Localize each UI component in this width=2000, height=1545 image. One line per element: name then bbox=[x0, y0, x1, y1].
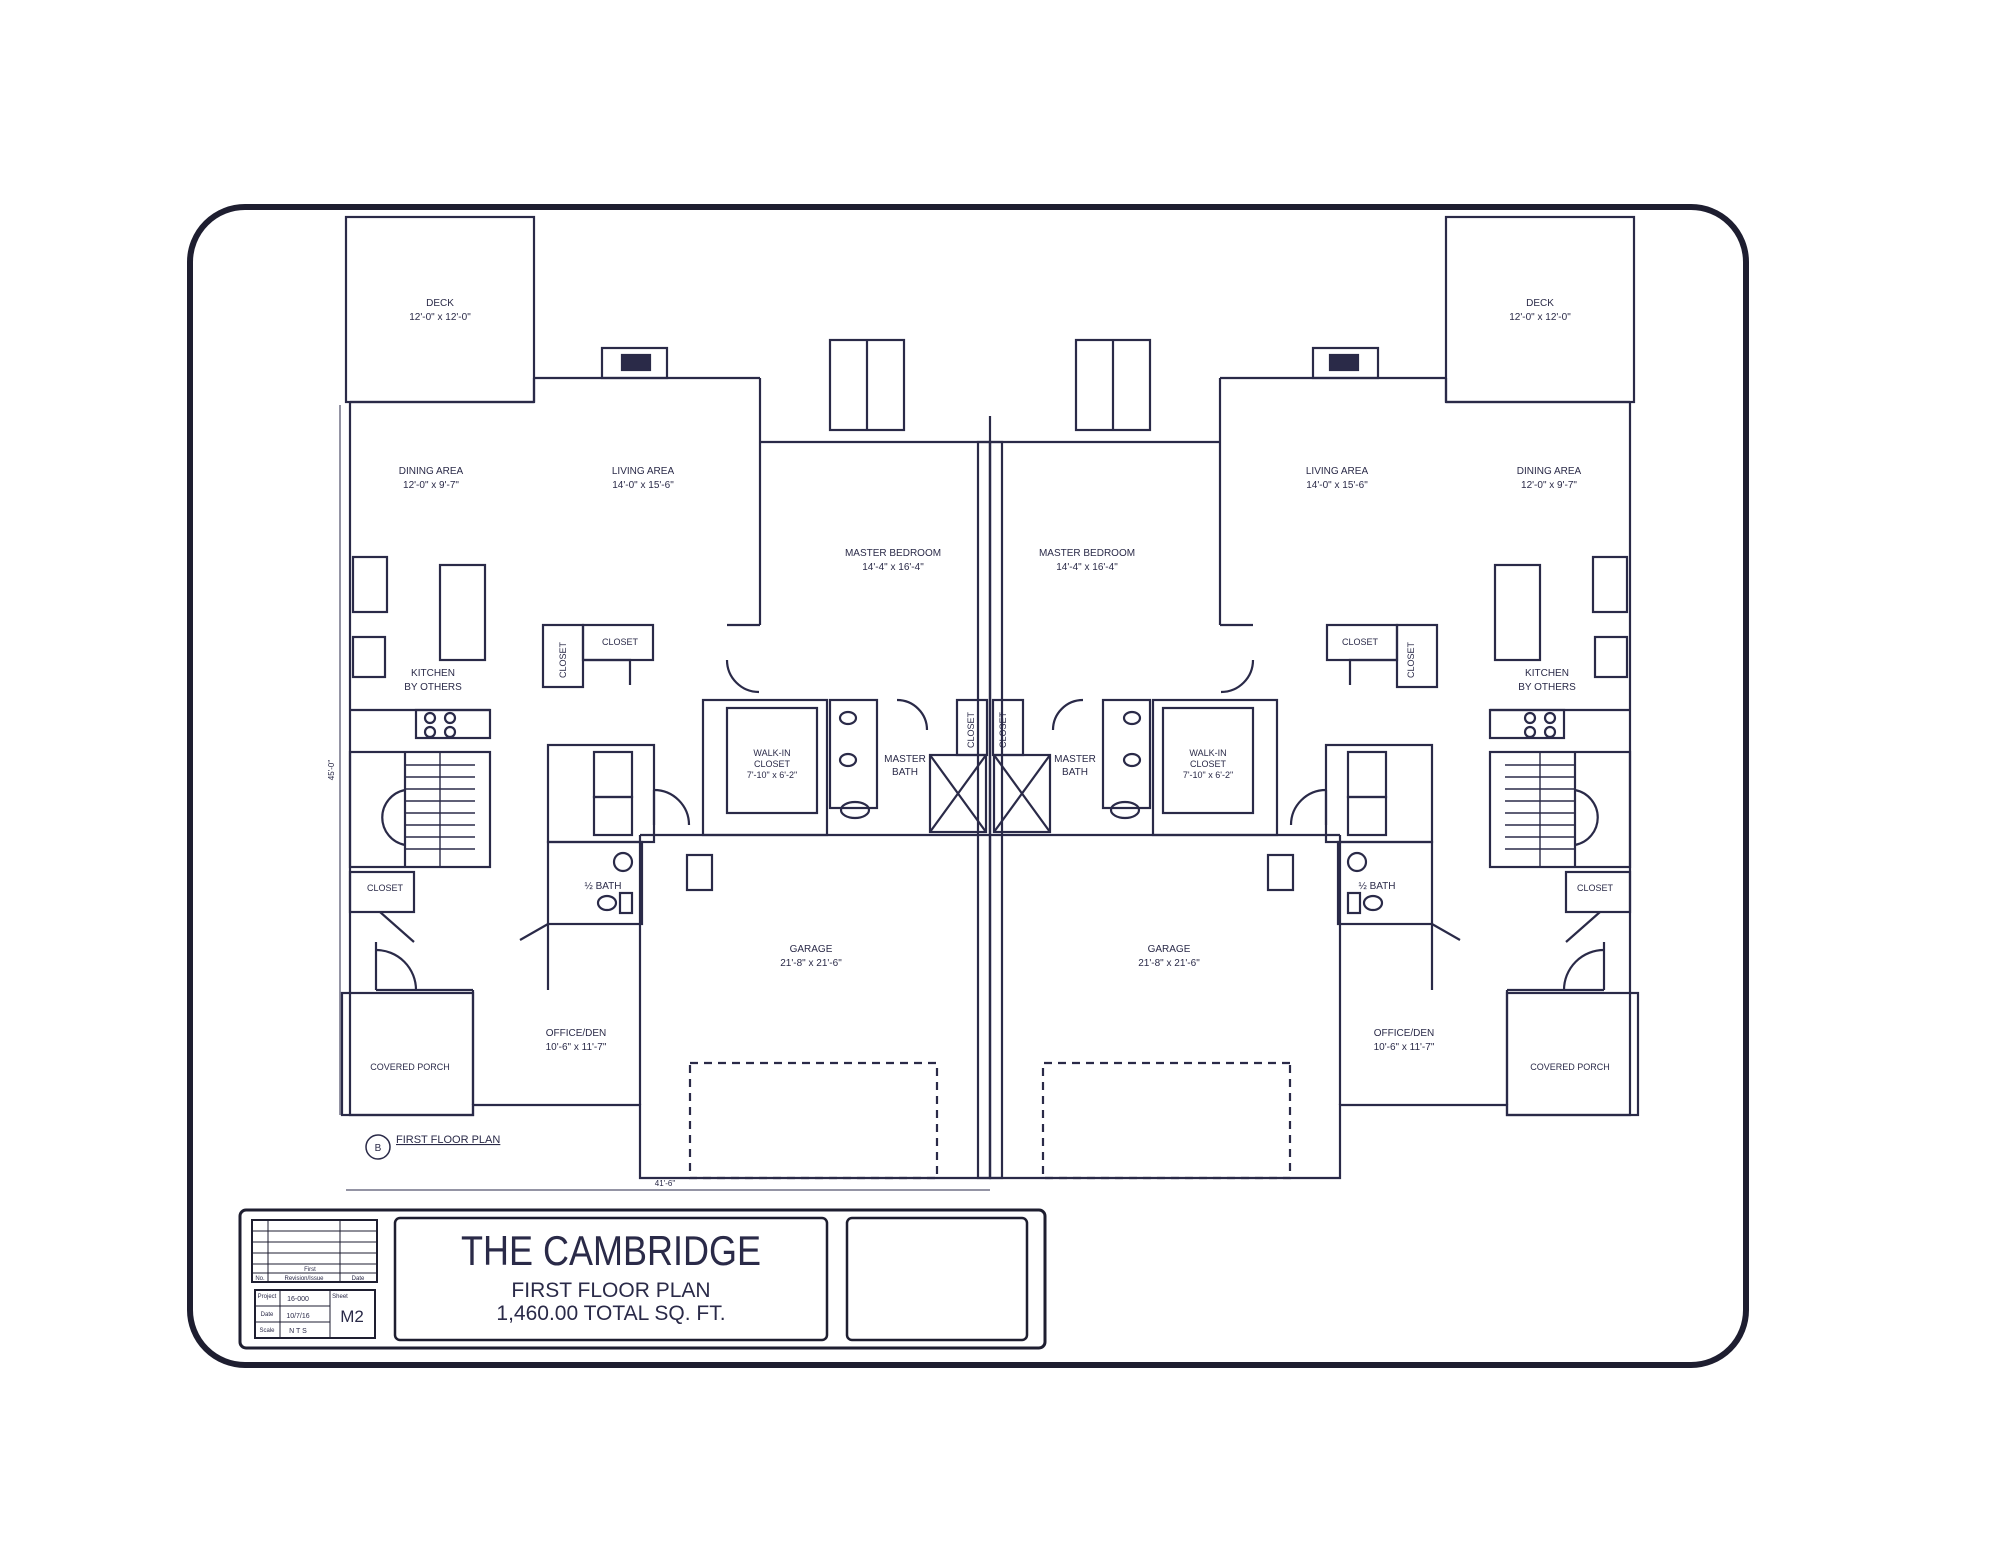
title-box bbox=[393, 1216, 829, 1342]
closet-label: CLOSET bbox=[1406, 641, 1416, 678]
drawing-subtitle: FIRST FLOOR PLAN bbox=[511, 1279, 710, 1302]
kitchen-note: BY OTHERS bbox=[1518, 682, 1576, 693]
left-unit-walls bbox=[339, 215, 992, 1191]
garage-door-left bbox=[688, 1061, 939, 1180]
plan-tag: B FIRST FLOOR PLAN bbox=[365, 1134, 500, 1160]
left-unit-labels: DECK 12'-0" x 12'-0" DINING AREA 12'-0" … bbox=[367, 298, 976, 1072]
revision-date-header: Date bbox=[352, 1276, 365, 1282]
walkin-closet-label: CLOSET bbox=[1190, 759, 1227, 769]
deck-left bbox=[344, 215, 536, 404]
revision-table bbox=[251, 1219, 378, 1283]
dimensions: 45'-0" 41'-6" bbox=[327, 760, 675, 1188]
overall-width-dimension: 41'-6" bbox=[655, 1179, 676, 1188]
master-bedroom-label: MASTER BEDROOM bbox=[1039, 548, 1135, 559]
project-title: THE CAMBRIDGE bbox=[461, 1227, 761, 1274]
master-bath-label: MASTER bbox=[884, 754, 926, 765]
garage-size: 21'-8" x 21'-6" bbox=[780, 958, 842, 969]
walkin-closet-label: CLOSET bbox=[754, 759, 791, 769]
closet-label: CLOSET bbox=[558, 641, 568, 678]
kitchen-label: KITCHEN bbox=[411, 668, 455, 679]
garage-label: GARAGE bbox=[1148, 944, 1191, 955]
deck-size: 12'-0" x 12'-0" bbox=[409, 312, 471, 323]
date-label: Date bbox=[261, 1312, 274, 1318]
revision-no-header: No. bbox=[255, 1276, 265, 1282]
closet-label: CLOSET bbox=[1342, 637, 1379, 647]
date-value: 10/7/16 bbox=[286, 1313, 309, 1320]
floor-plan-drawing bbox=[339, 215, 1640, 1191]
master-bath-label: BATH bbox=[892, 767, 918, 778]
office-label: OFFICE/DEN bbox=[1374, 1028, 1435, 1039]
half-bath-label: ½ BATH bbox=[1358, 881, 1395, 892]
project-value: 16-000 bbox=[287, 1296, 309, 1303]
project-label: Project bbox=[258, 1294, 277, 1300]
title-block: First No. Revision/Issue Date Project 16… bbox=[238, 1208, 1047, 1350]
revision-issue-header: Revision/Issue bbox=[284, 1276, 324, 1282]
stamp-box bbox=[845, 1216, 1029, 1342]
office-label: OFFICE/DEN bbox=[546, 1028, 607, 1039]
scale-label: Scale bbox=[259, 1328, 275, 1334]
dining-label: DINING AREA bbox=[1517, 466, 1582, 477]
master-bath-label: BATH bbox=[1062, 767, 1088, 778]
scale-value: N T S bbox=[289, 1328, 307, 1335]
dining-label: DINING AREA bbox=[399, 466, 464, 477]
living-size: 14'-0" x 15'-6" bbox=[1306, 480, 1368, 491]
closet-label: CLOSET bbox=[602, 637, 639, 647]
right-unit-labels: DECK 12'-0" x 12'-0" LIVING AREA 14'-0" … bbox=[998, 298, 1614, 1072]
closet-label: CLOSET bbox=[966, 711, 976, 748]
living-label: LIVING AREA bbox=[1306, 466, 1369, 477]
garage-label: GARAGE bbox=[790, 944, 833, 955]
sheet-label: Sheet bbox=[332, 1294, 348, 1300]
title-block-frame bbox=[238, 1208, 1047, 1350]
closet-label: CLOSET bbox=[367, 883, 404, 893]
half-bath-label: ½ BATH bbox=[584, 881, 621, 892]
closet-label: CLOSET bbox=[1577, 883, 1614, 893]
sheet-border bbox=[187, 204, 1749, 1368]
deck-label: DECK bbox=[426, 298, 454, 309]
closet-label: CLOSET bbox=[998, 711, 1008, 748]
living-size: 14'-0" x 15'-6" bbox=[612, 480, 674, 491]
revision-first: First bbox=[304, 1267, 316, 1273]
kitchen-label: KITCHEN bbox=[1525, 668, 1569, 679]
deck-label: DECK bbox=[1526, 298, 1554, 309]
deck-size: 12'-0" x 12'-0" bbox=[1509, 312, 1571, 323]
right-unit-walls bbox=[988, 215, 1640, 1180]
section-marker-circle bbox=[365, 1134, 391, 1160]
living-label: LIVING AREA bbox=[612, 466, 675, 477]
office-size: 10'-6" x 11'-7" bbox=[1374, 1042, 1435, 1053]
garage-size: 21'-8" x 21'-6" bbox=[1138, 958, 1200, 969]
porch-label: COVERED PORCH bbox=[1530, 1062, 1610, 1072]
master-bedroom-size: 14'-4" x 16'-4" bbox=[862, 562, 924, 573]
porch-label: COVERED PORCH bbox=[370, 1062, 450, 1072]
total-area: 1,460.00 TOTAL SQ. FT. bbox=[496, 1302, 725, 1325]
walkin-closet-size: 7'-10" x 6'-2" bbox=[1183, 770, 1233, 780]
master-bath-label: MASTER bbox=[1054, 754, 1096, 765]
plan-tag-label: FIRST FLOOR PLAN bbox=[396, 1134, 500, 1146]
dining-size: 12'-0" x 9'-7" bbox=[1521, 480, 1577, 491]
dining-size: 12'-0" x 9'-7" bbox=[403, 480, 459, 491]
master-bedroom-size: 14'-4" x 16'-4" bbox=[1056, 562, 1118, 573]
walkin-closet-label: WALK-IN bbox=[1189, 748, 1226, 758]
overall-depth-dimension: 45'-0" bbox=[327, 760, 336, 781]
walkin-closet-label: WALK-IN bbox=[753, 748, 790, 758]
project-info-table bbox=[254, 1289, 376, 1339]
office-size: 10'-6" x 11'-7" bbox=[546, 1042, 607, 1053]
porch-left bbox=[340, 991, 475, 1117]
sheet-number: M2 bbox=[340, 1307, 364, 1326]
master-bedroom-label: MASTER BEDROOM bbox=[845, 548, 941, 559]
walkin-closet-size: 7'-10" x 6'-2" bbox=[747, 770, 797, 780]
section-marker-letter: B bbox=[375, 1143, 382, 1154]
kitchen-note: BY OTHERS bbox=[404, 682, 462, 693]
